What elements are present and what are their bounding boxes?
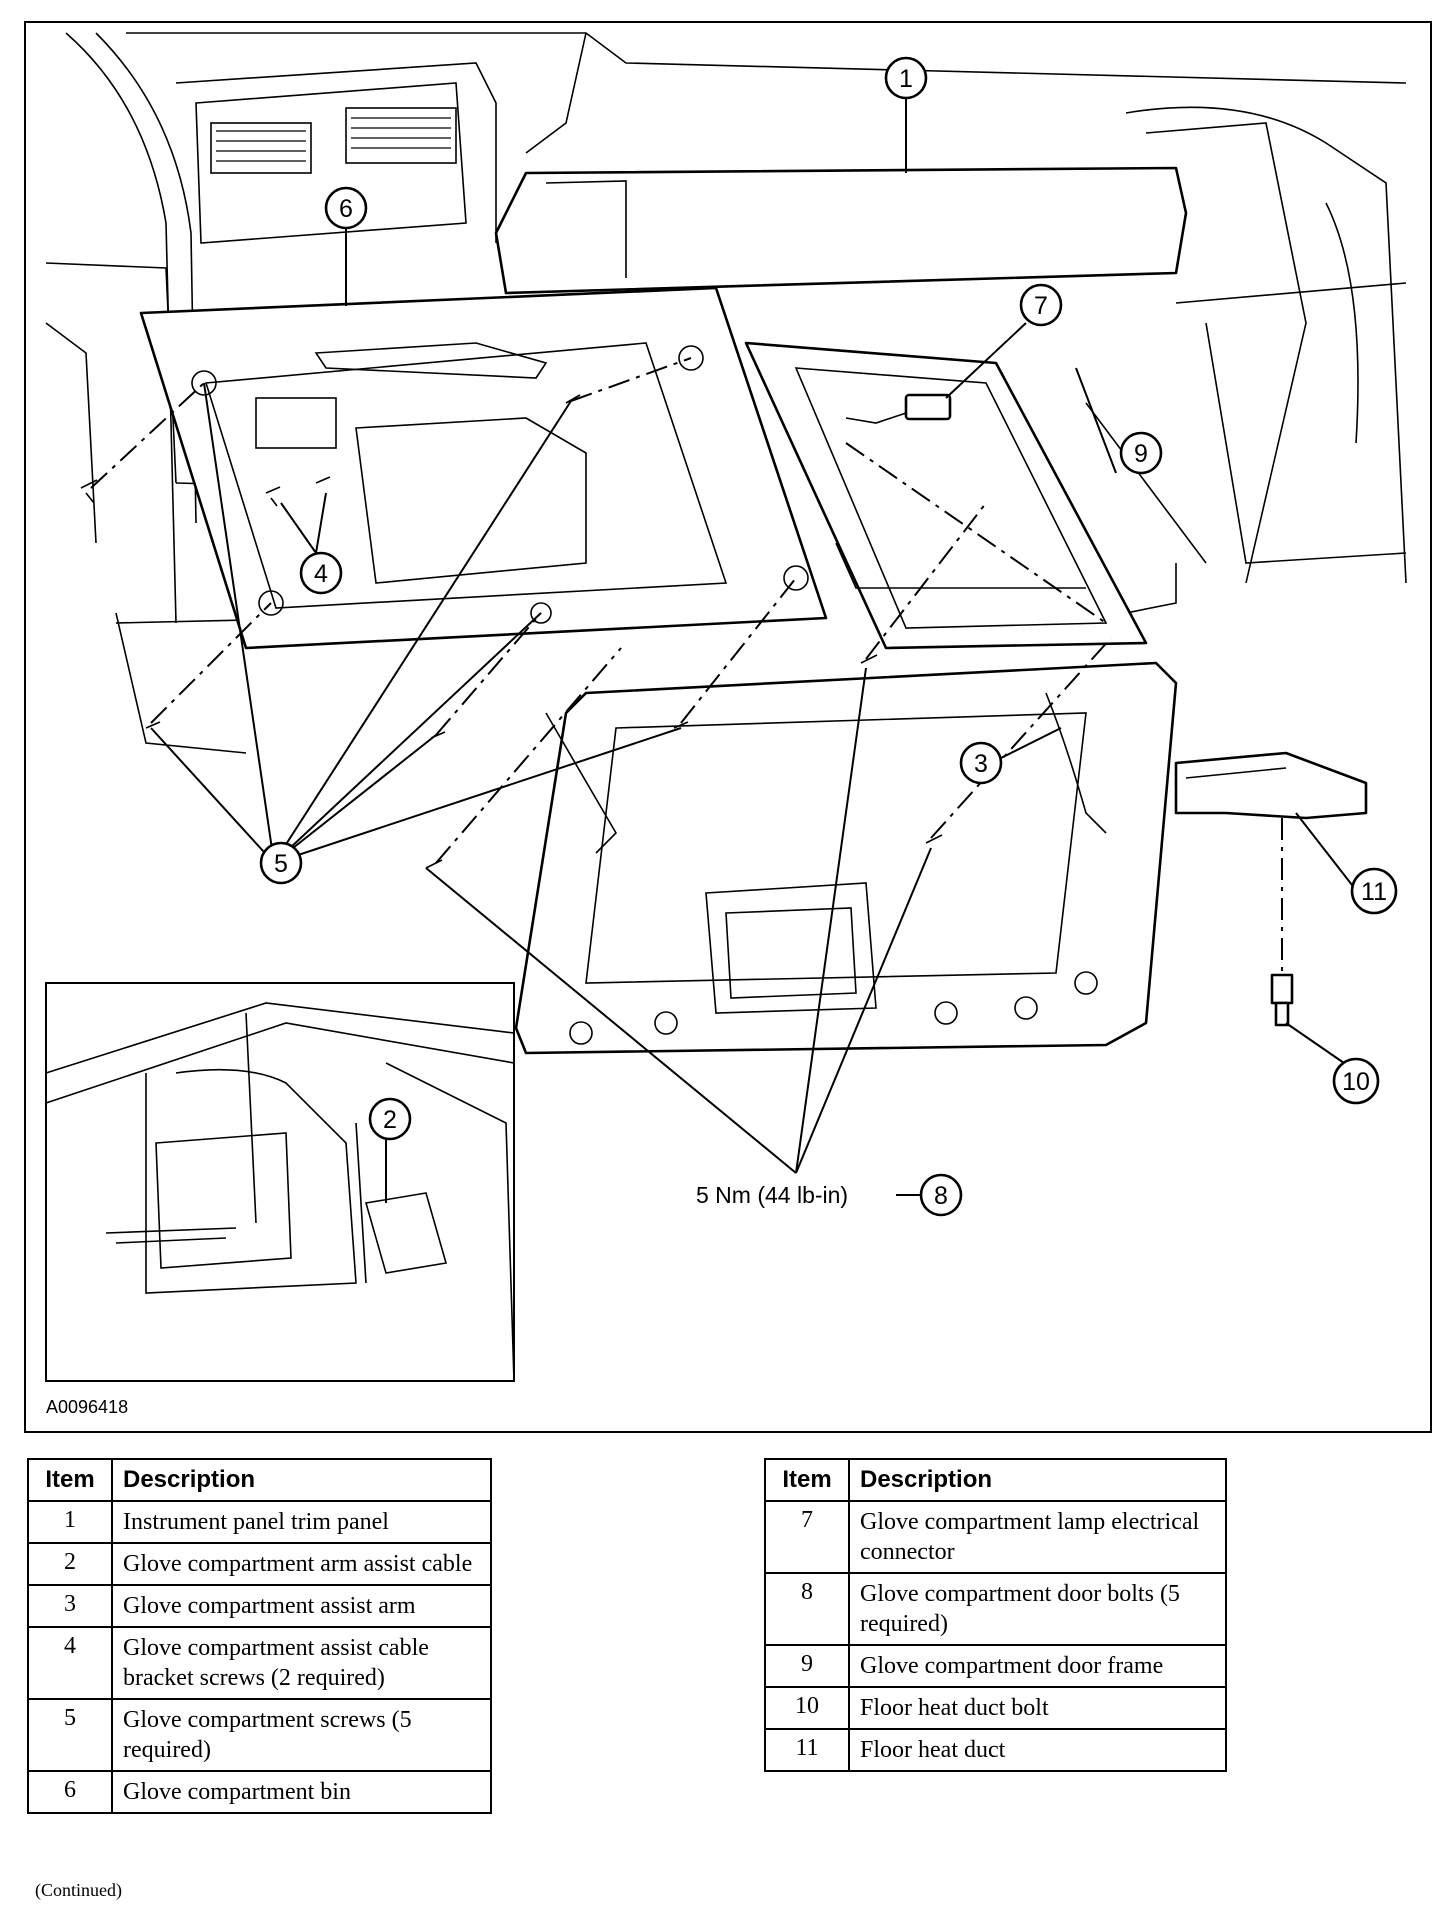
callout-3: 3 bbox=[959, 741, 1003, 785]
inset-detail bbox=[45, 982, 515, 1382]
col-header-description: Description bbox=[111, 1458, 492, 1502]
callout-1-label: 1 bbox=[899, 65, 913, 93]
callout-7-label: 7 bbox=[1034, 292, 1048, 320]
col-header-description: Description bbox=[848, 1458, 1227, 1502]
bin-screw-hole bbox=[678, 345, 704, 371]
item-description: Glove compartment bin bbox=[111, 1770, 492, 1814]
item-number: 10 bbox=[764, 1686, 850, 1730]
continued-note: (Continued) bbox=[35, 1880, 122, 1900]
glove-bin bbox=[139, 286, 828, 650]
col-header-item: Item bbox=[764, 1458, 850, 1502]
item-number: 4 bbox=[27, 1626, 113, 1700]
callout-8-label: 8 bbox=[934, 1182, 948, 1210]
callout-5-label: 5 bbox=[274, 850, 288, 878]
screws bbox=[80, 394, 943, 869]
exploded-lines bbox=[90, 357, 1283, 973]
item-description: Glove compartment lamp electrical connec… bbox=[848, 1500, 1227, 1574]
item-description: Glove compartment arm assist cable bbox=[111, 1542, 492, 1586]
item-number: 3 bbox=[27, 1584, 113, 1628]
item-number: 8 bbox=[764, 1572, 850, 1646]
item-description: Glove compartment assist cable bracket s… bbox=[111, 1626, 492, 1700]
col-header-item: Item bbox=[27, 1458, 113, 1502]
callout-6-label: 6 bbox=[339, 195, 353, 223]
floor-heat-duct-bolt bbox=[1270, 973, 1294, 1027]
item-description: Glove compartment assist arm bbox=[111, 1584, 492, 1628]
item-description: Instrument panel trim panel bbox=[111, 1500, 492, 1544]
item-description: Floor heat duct bbox=[848, 1728, 1227, 1772]
callout-11: 11 bbox=[1350, 867, 1398, 915]
item-description: Glove compartment door frame bbox=[848, 1644, 1227, 1688]
callout-4: 4 bbox=[299, 551, 343, 595]
assist-arm-left bbox=[545, 712, 618, 854]
leader-lines bbox=[150, 99, 1367, 1203]
callout-1: 1 bbox=[884, 56, 928, 100]
callout-4-label: 4 bbox=[314, 560, 328, 588]
floor-heat-duct bbox=[1174, 751, 1368, 820]
exploded-view-figure: 1 6 7 9 4 3 5 11 bbox=[24, 21, 1432, 1433]
item-number: 7 bbox=[764, 1500, 850, 1574]
callout-8: 8 bbox=[919, 1173, 963, 1217]
callout-11-label: 11 bbox=[1361, 878, 1387, 906]
item-number: 11 bbox=[764, 1728, 850, 1772]
callout-7: 7 bbox=[1019, 283, 1063, 327]
callout-10: 10 bbox=[1332, 1057, 1380, 1105]
bin-screw-hole bbox=[191, 370, 217, 396]
callout-2: 2 bbox=[368, 1097, 412, 1141]
lamp-connector bbox=[904, 393, 952, 421]
item-description: Floor heat duct bolt bbox=[848, 1686, 1227, 1730]
callout-6: 6 bbox=[324, 186, 368, 230]
figure-id: A0096418 bbox=[46, 1397, 128, 1417]
glove-door bbox=[514, 661, 1178, 1055]
item-number: 1 bbox=[27, 1500, 113, 1544]
callout-5: 5 bbox=[259, 841, 303, 885]
bin-screw-hole bbox=[258, 590, 284, 616]
item-number: 6 bbox=[27, 1770, 113, 1814]
item-number: 5 bbox=[27, 1698, 113, 1772]
item-number: 9 bbox=[764, 1644, 850, 1688]
callout-10-label: 10 bbox=[1342, 1068, 1370, 1096]
bin-screw-hole bbox=[783, 565, 809, 591]
callout-9: 9 bbox=[1119, 431, 1163, 475]
door-frame bbox=[744, 341, 1148, 650]
callout-9-label: 9 bbox=[1134, 440, 1148, 468]
trim-panel bbox=[494, 166, 1188, 295]
item-number: 2 bbox=[27, 1542, 113, 1586]
item-description: Glove compartment screws (5 required) bbox=[111, 1698, 492, 1772]
figure-drawing: 1 6 7 9 4 3 5 11 bbox=[45, 32, 1407, 1417]
item-description: Glove compartment door bolts (5 required… bbox=[848, 1572, 1227, 1646]
bin-screw-hole bbox=[530, 602, 552, 624]
callout-2-label: 2 bbox=[383, 1106, 397, 1134]
callout-3-label: 3 bbox=[974, 750, 988, 778]
torque-spec: 5 Nm (44 lb-in) bbox=[696, 1182, 848, 1208]
